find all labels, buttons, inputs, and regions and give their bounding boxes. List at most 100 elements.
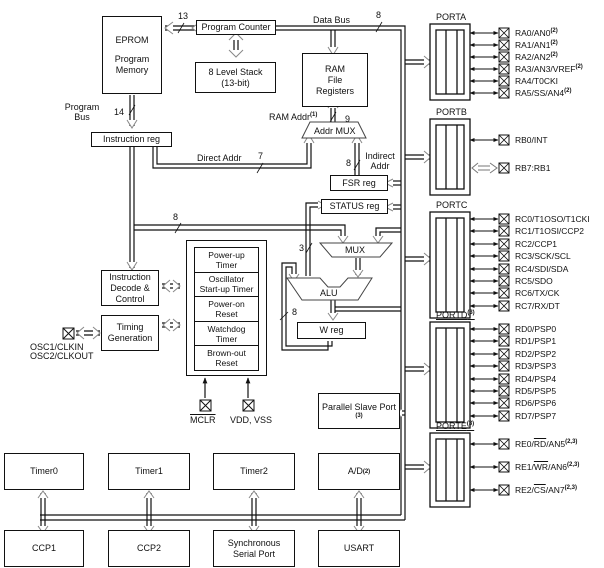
pin-note: (2) [564, 88, 572, 94]
pin-label: RC1/T1OSI/CCP2 [515, 226, 584, 236]
supervisory-cell-line: Power-up [208, 249, 245, 260]
osc-pins-label: OSC1/CLKIN OSC2/CLKOUT [30, 343, 94, 361]
pin-note: (2) [575, 64, 583, 70]
active-low-signal: WR [533, 462, 549, 472]
pin-label: RE2/CS/AN7(2,3) [515, 485, 577, 495]
pin-pad [498, 213, 510, 225]
stack-label: 8 Level Stack [208, 66, 263, 77]
eprom-subtitle: Program Memory [114, 53, 150, 75]
a-d-note: (2) [362, 468, 371, 475]
psp-label: Parallel Slave Port [321, 402, 397, 412]
pin-pad [498, 263, 510, 275]
pin-name: RD0/PSP0 [515, 324, 557, 334]
direct-addr-label: Direct Addr [197, 153, 242, 163]
mux-shape [318, 242, 394, 258]
timer1-label: Timer1 [135, 466, 163, 476]
pin-note: (2,3) [564, 485, 577, 491]
pin-pad [498, 300, 510, 312]
vdd-vss-label: VDD, VSS [230, 415, 273, 425]
pin-name: RC0/T1OSO/T1CKI [515, 214, 590, 224]
alu-label: ALU [320, 288, 338, 298]
indirect-addr-width: 8 [346, 158, 352, 168]
port-name: PORTC [436, 200, 467, 210]
pin-pad [498, 134, 510, 146]
pin-label: RC0/T1OSO/T1CKI [515, 214, 590, 224]
pin-label: RA1/AN1(2) [515, 40, 558, 50]
pin-pad [498, 27, 510, 39]
pin-name: RD5/PSP5 [515, 386, 557, 396]
port-latch [435, 217, 465, 313]
port-latch [435, 124, 465, 190]
port-name-text: PORTB [436, 107, 467, 117]
pin-name: RA1/AN1 [515, 40, 551, 50]
a-d-label: A/D [347, 466, 363, 476]
ir-bus-width: 8 [173, 212, 179, 222]
pin-label: RD5/PSP5 [515, 386, 556, 396]
supervisory-cell-line: Timer [215, 333, 238, 344]
pin-name: RE0/RD/AN5 [515, 439, 566, 449]
synchronous-serial-port: Synchronous Serial Port [213, 530, 295, 567]
pin-note: (2,3) [565, 439, 578, 445]
pin-name: RD7/PSP7 [515, 411, 557, 421]
pin-pad [498, 484, 510, 496]
supervisory-cell-line: Oscillator [208, 274, 245, 285]
stack-width: (13-bit) [221, 77, 250, 88]
supervisory-cell-line: Reset [215, 358, 238, 369]
port-name-text: PORTD [436, 310, 468, 320]
addr-mux-label: Addr MUX [314, 126, 356, 136]
pin-label: RB7:RB1 [515, 163, 550, 173]
decode-label-1: Instruction [109, 271, 151, 282]
timer2-label: Timer2 [240, 466, 268, 476]
pin-pad [498, 323, 510, 335]
timer0: Timer0 [4, 453, 84, 490]
pin-name: RD1/PSP1 [515, 336, 557, 346]
pin-pad [498, 87, 510, 99]
pin-label: RA5/SS/AN4(2) [515, 88, 571, 98]
psp-note: (3) [355, 413, 363, 419]
pin-label: RE1/WR/AN6(2,3) [515, 462, 579, 472]
osc1-label: OSC1/CLKIN [30, 342, 84, 352]
alu-shape [286, 277, 373, 301]
pin-pad [498, 275, 510, 287]
data-bus-label: Data Bus [313, 15, 351, 25]
indirect-addr-line2: Addr [370, 161, 390, 171]
ram-file-registers: RAM File Registers [302, 53, 368, 107]
timing-generation: Timing Generation [101, 315, 159, 351]
pin-label: RC3/SCK/SCL [515, 251, 571, 261]
eprom-title: EPROM [115, 34, 149, 45]
pin-label: RD1/PSP1 [515, 336, 556, 346]
osc2-label: OSC2/CLKOUT [30, 351, 94, 361]
pin-label: RC6/TX/CK [515, 288, 559, 298]
ram-label-2: File [327, 74, 343, 85]
stack: 8 Level Stack (13-bit) [195, 62, 276, 93]
pin-label: RD3/PSP3 [515, 361, 556, 371]
port-name: PORTB [436, 107, 467, 117]
w-reg-label: W reg [319, 325, 344, 335]
instruction-decode-control: Instruction Decode & Control [101, 270, 159, 306]
pin-label: RA0/AN0(2) [515, 28, 558, 38]
pin-name: RC6/TX/CK [515, 288, 560, 298]
pin-note: (2) [550, 52, 558, 58]
decode-label-3: Control [115, 293, 145, 304]
pin-label: RD2/PSP2 [515, 349, 556, 359]
ram-addr-label: RAM Addr(1) [269, 112, 317, 122]
supervisory-cell-line: Timer [215, 259, 238, 270]
pin-name: RD6/PSP6 [515, 398, 557, 408]
status-reg: STATUS reg [321, 199, 388, 214]
pin-name: RD4/PSP4 [515, 374, 557, 384]
active-low-signal: CS [533, 485, 546, 495]
pin-name: RA4/T0CKI [515, 76, 558, 86]
parallel-slave-port: Parallel Slave Port (3) [318, 393, 400, 429]
pin-bus-arrow [471, 162, 498, 174]
pin-label: RD4/PSP4 [515, 374, 556, 384]
ssp-label-1: Synchronous [227, 537, 281, 548]
fsr-reg: FSR reg [330, 175, 388, 191]
eprom-program-memory: EPROM Program Memory [102, 16, 162, 94]
w-feedback-width: 8 [292, 307, 298, 317]
pin-pad [498, 397, 510, 409]
port-name-note: (3) [467, 310, 475, 316]
timing-label-1: Timing [116, 322, 144, 332]
pin-name: RC2/CCP1 [515, 239, 558, 249]
